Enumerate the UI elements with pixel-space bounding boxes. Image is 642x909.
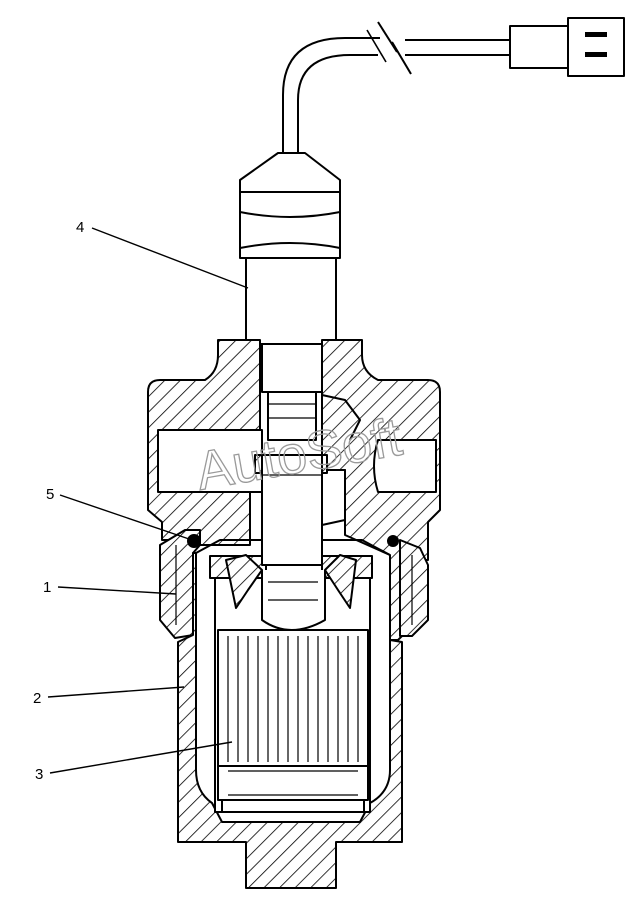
- callout-2: 2: [33, 690, 41, 707]
- leader-2: [47, 686, 185, 698]
- filter-element: [209, 454, 373, 813]
- wire-harness: [282, 21, 512, 160]
- o-ring-seal: [187, 534, 399, 548]
- retaining-collar: [159, 529, 429, 639]
- callout-4: 4: [76, 219, 84, 236]
- callout-5: 5: [46, 486, 54, 503]
- leader-lines: [47, 227, 249, 774]
- leader-3: [49, 741, 233, 774]
- water-sensor: [239, 152, 341, 345]
- leader-4: [91, 227, 249, 289]
- callout-3: 3: [35, 766, 43, 783]
- leader-5: [59, 494, 193, 541]
- connector-plug: [509, 17, 625, 77]
- callout-1: 1: [43, 579, 51, 596]
- callouts: 4 5 1 2 3: [33, 219, 84, 783]
- leader-1: [57, 586, 177, 595]
- filter-head: [147, 339, 441, 641]
